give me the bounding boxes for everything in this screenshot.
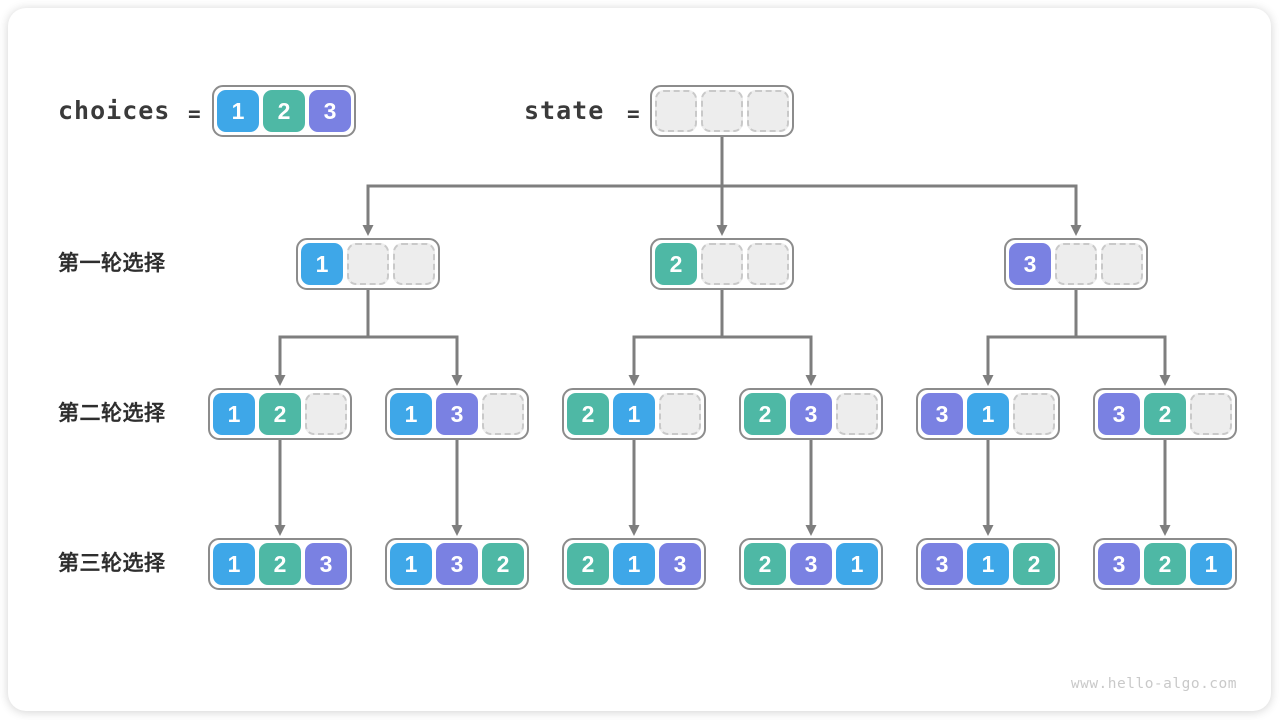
cell-empty	[482, 393, 524, 435]
cell-empty	[1055, 243, 1097, 285]
cell-empty	[701, 243, 743, 285]
cell-value-2: 2	[1013, 543, 1055, 585]
state-equals-sign: =	[627, 102, 641, 126]
cell-empty	[655, 90, 697, 132]
watermark: www.hello-algo.com	[1070, 676, 1237, 692]
cell-value-1: 1	[213, 393, 255, 435]
cell-value-1: 1	[836, 543, 878, 585]
cell-value-3: 3	[436, 393, 478, 435]
cell-value-3: 3	[659, 543, 701, 585]
cell-value-3: 3	[1098, 543, 1140, 585]
cell-value-3: 3	[305, 543, 347, 585]
state-node-2xx: 2	[650, 238, 794, 290]
cell-value-3: 3	[436, 543, 478, 585]
choices-label: choices	[58, 96, 171, 125]
state-array	[650, 85, 794, 137]
cell-value-1: 1	[613, 393, 655, 435]
cell-value-2: 2	[744, 393, 786, 435]
cell-value-1: 1	[613, 543, 655, 585]
cell-empty	[747, 243, 789, 285]
cell-value-2: 2	[259, 543, 301, 585]
cell-value-3: 3	[921, 543, 963, 585]
cell-value-1: 1	[390, 393, 432, 435]
state-node-1xx: 1	[296, 238, 440, 290]
cell-empty	[836, 393, 878, 435]
cell-value-3: 3	[921, 393, 963, 435]
cell-value-3: 3	[1098, 393, 1140, 435]
row-label-round-1: 第一轮选择	[58, 252, 166, 275]
cell-empty	[1101, 243, 1143, 285]
cell-value-1: 1	[213, 543, 255, 585]
cell-value-2: 2	[567, 543, 609, 585]
state-label: state	[524, 96, 605, 125]
cell-value-1: 1	[301, 243, 343, 285]
row-label-round-2: 第二轮选择	[58, 402, 166, 425]
choices-equals-sign: =	[188, 102, 202, 126]
row-label-round-3: 第三轮选择	[58, 552, 166, 575]
cell-value-3: 3	[790, 393, 832, 435]
cell-value-2: 2	[482, 543, 524, 585]
cell-empty	[393, 243, 435, 285]
cell-value-1: 1	[967, 543, 1009, 585]
cell-empty	[747, 90, 789, 132]
cell-empty	[305, 393, 347, 435]
cell-value-2: 2	[655, 243, 697, 285]
cell-value-2: 2	[744, 543, 786, 585]
cell-value-3: 3	[309, 90, 351, 132]
cell-value-2: 2	[1144, 393, 1186, 435]
cell-value-1: 1	[1190, 543, 1232, 585]
state-node-3xx: 3	[1004, 238, 1148, 290]
cell-value-2: 2	[1144, 543, 1186, 585]
cell-empty	[1013, 393, 1055, 435]
cell-value-2: 2	[567, 393, 609, 435]
cell-value-1: 1	[967, 393, 1009, 435]
cell-empty	[347, 243, 389, 285]
cell-empty	[1190, 393, 1232, 435]
cell-value-2: 2	[259, 393, 301, 435]
cell-value-3: 3	[790, 543, 832, 585]
cell-empty	[659, 393, 701, 435]
cell-value-2: 2	[263, 90, 305, 132]
cell-value-3: 3	[1009, 243, 1051, 285]
cell-value-1: 1	[217, 90, 259, 132]
cell-empty	[701, 90, 743, 132]
cell-value-1: 1	[390, 543, 432, 585]
